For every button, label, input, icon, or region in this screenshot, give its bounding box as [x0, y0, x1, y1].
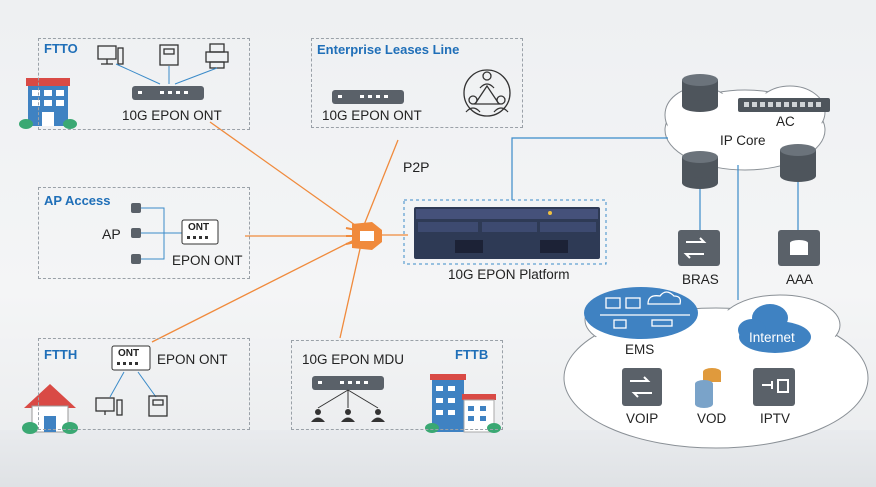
ftth-device-label: EPON ONT: [157, 352, 228, 367]
ftth-links: [109, 371, 157, 398]
platform-box: [403, 199, 607, 265]
ac-switch-icon: [738, 98, 830, 112]
ap-device-label: EPON ONT: [172, 253, 243, 268]
ap-access-section: [38, 187, 250, 279]
mdu-links: [317, 389, 379, 409]
aaa-label: AAA: [786, 272, 814, 287]
user-group-icon: [311, 409, 385, 422]
ftto-section: [38, 38, 250, 130]
office-building-icon: [425, 374, 501, 433]
p2p-label: P2P: [403, 159, 430, 175]
computer-icon: [97, 45, 124, 65]
ip-core-label: IP Core: [720, 133, 766, 148]
ems-network-icon: [600, 291, 690, 329]
ont-device-icon: [181, 219, 219, 245]
internet-label: Internet: [749, 330, 795, 345]
ftto-links: [115, 63, 218, 85]
ftth-title: FTTH: [44, 347, 78, 362]
bras-label: BRAS: [682, 272, 719, 287]
fttb-title: FTTB: [455, 347, 489, 362]
pon-links: [151, 121, 408, 343]
iptv-icon: [753, 368, 795, 406]
enterprise-title: Enterprise Leases Line: [317, 42, 460, 57]
ont-device-icon: [332, 90, 404, 104]
ftth-ont-tag: ONT: [118, 348, 140, 359]
vod-label: VOD: [697, 411, 727, 426]
computer-icon: [95, 397, 123, 416]
ftto-title: FTTO: [44, 41, 78, 56]
ap-access-title: AP Access: [44, 193, 111, 208]
internet-cloud: [738, 304, 811, 353]
enterprise-device-label: 10G EPON ONT: [322, 108, 422, 123]
router-icon: [682, 74, 718, 112]
ap-label: AP: [102, 226, 121, 242]
fttb-device-label: 10G EPON MDU: [302, 352, 405, 367]
splitter-icon: [345, 222, 382, 250]
enterprise-section: [311, 38, 523, 128]
bras-icon: [678, 230, 720, 266]
voip-label: VOIP: [626, 411, 659, 426]
ap-icon: [131, 203, 141, 264]
ont-device-icon: [132, 86, 204, 100]
aaa-icon: [778, 230, 820, 266]
ftth-section: [38, 338, 250, 430]
phone-icon: [159, 44, 179, 66]
office-building-icon: [19, 78, 77, 129]
mdu-device-icon: [312, 376, 384, 390]
ont-device-icon: [111, 345, 151, 371]
router-icon: [682, 151, 718, 189]
ac-label: AC: [776, 114, 795, 129]
core-links: [511, 137, 799, 300]
phone-icon: [148, 395, 168, 417]
ap-ont-tag: ONT: [188, 222, 210, 233]
voip-icon: [622, 368, 662, 406]
platform-label: 10G EPON Platform: [448, 267, 570, 282]
ems-label: EMS: [625, 342, 655, 357]
ftto-device-label: 10G EPON ONT: [122, 108, 222, 123]
olt-chassis-icon: [414, 207, 600, 259]
fttb-section: [291, 340, 503, 430]
ap-links: [141, 207, 184, 260]
vod-icon: [695, 368, 721, 408]
house-icon: [22, 384, 78, 434]
iptv-label: IPTV: [760, 411, 791, 426]
enterprise-users-icon: [463, 69, 511, 117]
router-icon: [780, 144, 816, 182]
ems-cloud: [584, 287, 698, 339]
